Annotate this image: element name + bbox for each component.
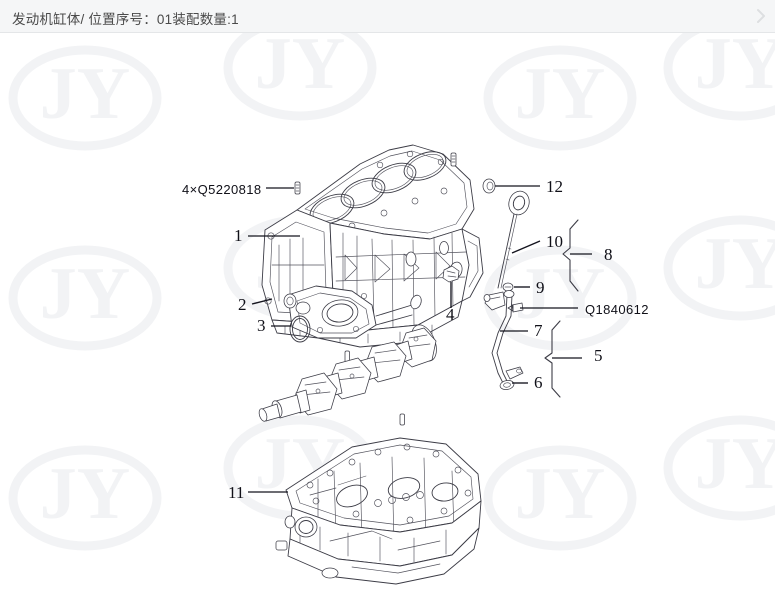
leader-line [251,298,273,305]
locating-pin-lower [399,413,405,426]
leader-line [511,240,541,254]
crankshaft[interactable] [258,321,442,422]
group-bracket [544,320,561,398]
callout-label: 9 [536,278,545,297]
block-bolt[interactable] [294,181,301,195]
engine-block[interactable] [261,144,484,348]
oil-pan-crankcase[interactable] [275,437,482,585]
callout-label: 12 [546,177,563,196]
callout-label: 3 [257,316,266,335]
group-bracket [562,219,579,292]
callout-4-q5220818[interactable]: 4×Q5220818 [182,182,294,197]
callout-label: 4 [446,305,455,324]
expansion-plug[interactable] [482,178,496,194]
callout-label: 2 [238,295,247,314]
callout-label: 8 [604,245,613,264]
dipstick-tube[interactable] [483,290,524,384]
callout-8[interactable]: 8 [562,219,613,292]
callout-4[interactable]: 4 [446,282,455,324]
deck-bolt [450,152,457,167]
callout-label: 1 [234,226,243,245]
callout-label: 4×Q5220818 [182,182,262,197]
callout-label: 11 [228,483,244,502]
callout-12[interactable]: 12 [495,177,563,196]
callout-2[interactable]: 2 [238,295,273,314]
callout-label: 7 [534,321,543,340]
callout-9[interactable]: 9 [514,278,545,297]
technical-line-drawing [258,144,532,585]
callout-10[interactable]: 10 [511,232,563,254]
callout-label: Q1840612 [585,302,649,317]
page-title: 发动机缸体/ 位置序号：01装配数量:1 [12,12,239,27]
oil-dipstick[interactable] [497,188,532,289]
callout-11[interactable]: 11 [228,483,288,502]
tube-bracket-bolt[interactable] [507,302,524,313]
callout-q1840612[interactable]: Q1840612 [520,302,649,317]
chevron-right-icon[interactable] [753,7,769,25]
tube-lower-fitting[interactable] [499,379,515,390]
dipstick-grommet[interactable] [502,282,514,292]
header-bar: 发动机缸体/ 位置序号：01装配数量:1 [0,0,775,33]
dowel-pin[interactable] [283,293,297,309]
o-ring-seal[interactable] [289,315,311,343]
parts-diagram[interactable]: JY [0,33,775,600]
callout-1[interactable]: 1 [234,226,300,245]
callout-label: 6 [534,373,543,392]
callout-5[interactable]: 5 [544,320,603,398]
callout-6[interactable]: 6 [512,373,543,392]
callout-label: 10 [546,232,563,251]
callout-label: 5 [594,346,603,365]
callout-3[interactable]: 3 [257,316,291,335]
callout-7[interactable]: 7 [500,321,543,340]
oil-jet-nozzle[interactable] [442,265,460,283]
